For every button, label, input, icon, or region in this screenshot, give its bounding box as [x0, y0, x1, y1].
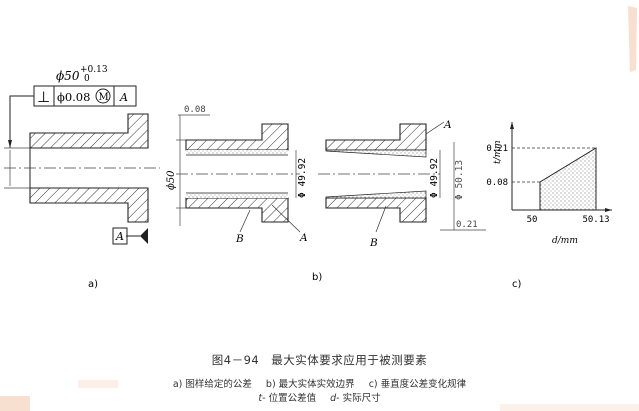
figure-caption-line2: t- 位置公差值 d- 实际尺寸: [0, 390, 639, 404]
caption-d-def: - 实际尺寸: [336, 393, 381, 404]
label-a-b1: A: [299, 232, 308, 244]
scan-artifact-bottom-left: [0, 396, 30, 411]
datum-box: [112, 227, 128, 245]
part-b2-lower: [325, 197, 427, 223]
boundary-b2-bottom: [325, 190, 427, 199]
sublabel-b: b): [312, 272, 322, 283]
fcf-leader: [9, 95, 34, 148]
chart-c: 0.21 0.08 50 50.13 t/mm d/mm c): [486, 122, 612, 290]
mmc-modifier: M: [99, 92, 109, 103]
x-axis-label: d/mm: [552, 236, 578, 246]
caption-c: c) 垂直度公差变化规律: [368, 379, 467, 390]
caption-t-def: - 位置公差值: [262, 393, 317, 404]
tolerance-zone-area: [539, 147, 597, 211]
dim-tol-upper-a: +0.13: [80, 65, 108, 75]
scan-artifact: [628, 6, 637, 72]
boundary-b2-top: [325, 149, 427, 158]
dim-50-13-b2: Φ 50.13: [454, 160, 465, 200]
boundary-b1-top: [186, 150, 288, 155]
label-b-b1: B: [235, 233, 244, 245]
dim-tol-lower-a: 0: [84, 74, 90, 84]
part-a-upper: [29, 113, 149, 149]
drawing-b: 0.08 ϕ50 Φ 49.92 A B Φ 49.92 Φ 50.13 0.2…: [166, 105, 486, 283]
label-a-b2: A: [443, 119, 452, 131]
sublabel-c: c): [512, 279, 521, 290]
y-tick-label-lower: 0.08: [486, 178, 508, 188]
datum-triangle: [140, 228, 148, 244]
y-tick-label-upper: 0.21: [486, 144, 508, 154]
datum-letter: A: [115, 230, 124, 243]
dim-49-92-b1: Φ 49.92: [297, 158, 308, 198]
caption-a: a) 图样给定的公差: [172, 379, 252, 390]
dim-phi50-b: ϕ50: [166, 170, 177, 190]
scan-artifact-bottom-right: [500, 404, 639, 411]
label-b-b2: B: [369, 237, 378, 249]
part-a-lower: [29, 187, 149, 223]
caption-b: b) 最大实体实效边界: [265, 379, 355, 390]
caption-t-symbol: t: [258, 393, 263, 404]
part-b1-lower: [185, 197, 289, 223]
figure-caption-line1: a) 图样给定的公差 b) 最大实体实效边界 c) 垂直度公差变化规律: [0, 376, 639, 390]
tol-0-08: 0.08: [184, 105, 206, 115]
dim-49-92-b2: Φ 49.92: [429, 158, 440, 198]
dim-main-a: ϕ50: [56, 69, 80, 83]
boundary-b1-bottom: [186, 193, 288, 198]
drawing-a: ϕ50 +0.13 0 ⊥ ϕ0.08 M A A a: [4, 65, 160, 290]
sublabel-a: a): [88, 279, 98, 290]
caption-d-symbol: d: [330, 393, 337, 404]
y-axis-label: t/mm: [493, 140, 503, 164]
x-tick-label-left: 50: [527, 215, 538, 225]
figure-caption-title: 图4－94 最大实体要求应用于被测要素: [211, 353, 428, 367]
mmc-modifier-circle: [95, 88, 111, 104]
scan-artifact-bottom: [78, 380, 118, 388]
part-b1-upper: [185, 123, 289, 151]
x-tick-label-right: 50.13: [582, 215, 609, 225]
part-b2-upper: [325, 123, 427, 151]
tol-0-21: 0.21: [456, 220, 478, 230]
fcf-tolerance: ϕ0.08: [57, 90, 90, 104]
perpendicularity-symbol: ⊥: [37, 88, 50, 106]
feature-control-frame: ⊥ ϕ0.08 M A: [33, 85, 137, 107]
fcf-arrowhead: [8, 140, 12, 148]
fcf-datum: A: [119, 91, 128, 104]
